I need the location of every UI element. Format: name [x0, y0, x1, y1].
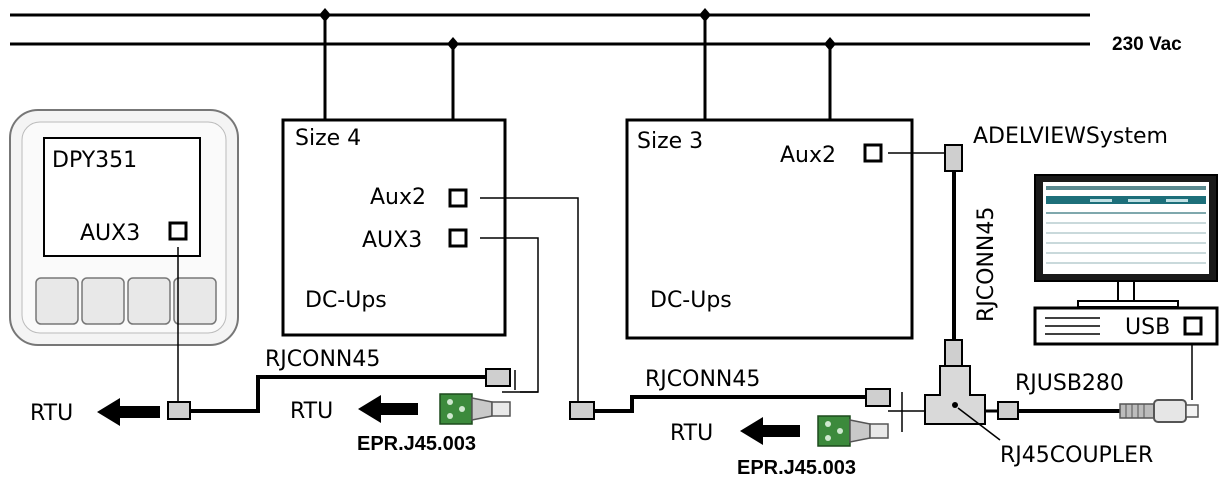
pc-usb-port: [1183, 316, 1203, 336]
rtu-arrow-mid-icon: [358, 395, 418, 423]
ups-size4-title: Size 4: [295, 126, 361, 151]
power-bus: [10, 8, 1090, 120]
dpy-aux3-port: [168, 221, 188, 241]
rj45-plug: [167, 144, 1019, 420]
rtu-label-right: RTU: [670, 421, 713, 446]
dpy-keys: [35, 277, 217, 325]
cable-rjusb280: RJUSB280: [1015, 371, 1124, 396]
usb-plug: [1119, 399, 1199, 423]
pc-tower: [1033, 306, 1219, 346]
wiring: [177, 152, 1193, 432]
ups-size4-aux2-label: Aux2: [370, 185, 426, 210]
ups-size4-aux2-port: [448, 188, 468, 208]
pc-title: ADELVIEWSystem: [973, 124, 1168, 149]
pc-monitor: [1034, 174, 1218, 308]
power-label: 230 Vac: [1112, 34, 1182, 55]
dpy-port-label: AUX3: [80, 221, 140, 246]
rtu-arrow-left-icon: [97, 398, 160, 426]
ups-size4-box: [281, 118, 507, 337]
ups-size4-aux3-port: [448, 228, 468, 248]
dpy351-device: [9, 109, 239, 346]
cable-rjconn45-left: RJCONN45: [265, 347, 380, 372]
dpy-title: DPY351: [52, 148, 137, 173]
ups-size4-aux3-label: AUX3: [362, 228, 422, 253]
cable-rjconn45-vertical: RJCONN45: [974, 207, 999, 322]
rtu-label-left: RTU: [30, 401, 73, 426]
pc-usb-label: USB: [1125, 315, 1170, 340]
adapter-label-left: EPR.J45.003: [357, 433, 476, 455]
coupler-label: RJ45COUPLER: [1000, 443, 1153, 468]
epr-adapter-left: [439, 393, 511, 425]
ups-size3-aux2-label: Aux2: [780, 143, 836, 168]
epr-adapter-right: [817, 415, 889, 447]
rtu-arrow-right-icon: [740, 417, 800, 445]
ups-size4-name: DC-Ups: [305, 288, 387, 313]
adapter-label-right: EPR.J45.003: [737, 457, 856, 479]
rj45-coupler: [924, 365, 1001, 441]
junction-dot: [319, 8, 836, 51]
ups-size3-name: DC-Ups: [650, 288, 732, 313]
cable-rjconn45-mid: RJCONN45: [645, 367, 760, 392]
ups-size3-aux2-port: [863, 143, 883, 163]
screen-header-bar: [1046, 196, 1206, 204]
ups-size3-title: Size 3: [637, 129, 703, 154]
rtu-label-mid: RTU: [290, 399, 333, 424]
